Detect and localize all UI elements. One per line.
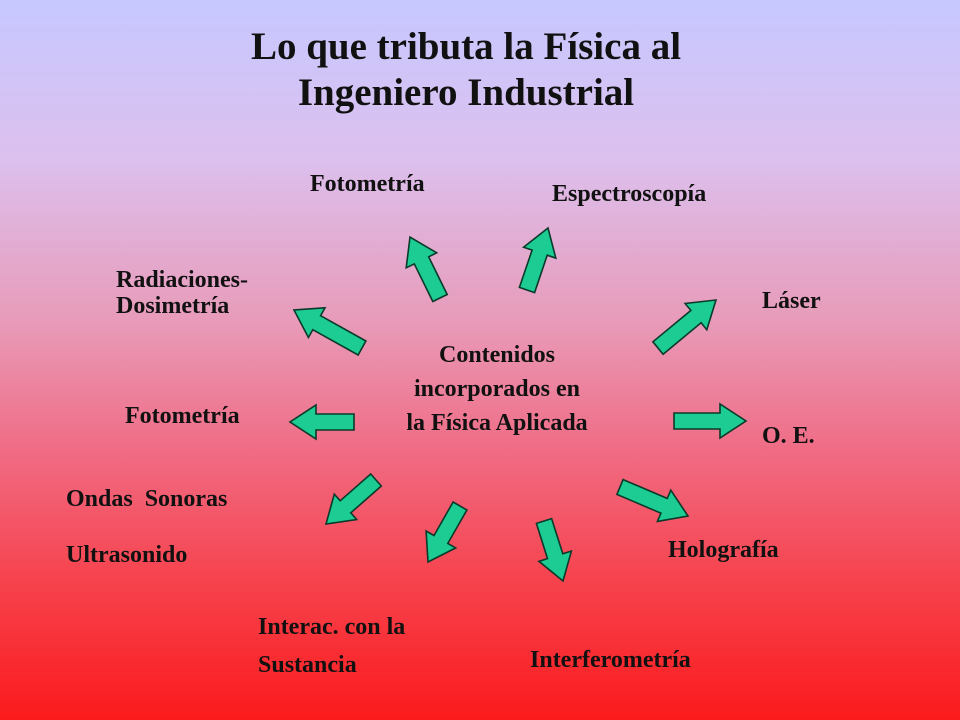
block-arrow-shape: [651, 299, 718, 356]
title-line-2: Ingeniero Industrial: [297, 71, 635, 114]
center-line-2: incorporados en: [413, 376, 580, 402]
center-line-1: Contenidos: [438, 342, 556, 368]
arrow-to-ondas-sonoras: [324, 472, 383, 525]
block-arrow-shape: [324, 472, 383, 525]
node-interac-sustancia: Interac. con la Sustancia: [258, 612, 405, 680]
node-laser: Láser: [762, 288, 821, 314]
arrow-to-oe: [673, 402, 748, 440]
node-ondas-line-1: Ondas Sonoras: [66, 486, 228, 512]
slide-title-text: Lo que tributa la Física al Ingeniero In…: [0, 24, 932, 116]
node-radiaciones-line-1: Radiaciones-: [116, 267, 248, 293]
arrow-to-fotometria-left: [288, 403, 355, 441]
node-ondas-sonoras: Ondas Sonoras Ultrasonido: [66, 484, 227, 570]
node-radiaciones: Radiaciones- Dosimetría: [116, 267, 248, 319]
center-line-3: la Física Aplicada: [406, 410, 588, 436]
block-arrow-shape: [292, 306, 367, 357]
node-espectroscopia: Espectroscopía: [552, 181, 707, 207]
arrow-to-espectroscopia: [518, 226, 557, 294]
arrow-to-holografia: [615, 478, 690, 523]
block-arrow-shape: [405, 235, 449, 303]
node-fotometria-top: Fotometría: [310, 171, 425, 197]
arrow-to-interferometria: [535, 517, 573, 583]
block-arrow-shape: [615, 478, 690, 523]
node-interferometria: Interferometría: [530, 647, 691, 673]
node-interac-line-1: Interac. con la: [258, 614, 406, 640]
block-arrow-shape: [425, 500, 468, 564]
node-fotometria-left: Fotometría: [125, 403, 240, 429]
arrow-to-interac: [425, 500, 468, 564]
arrow-to-laser: [651, 299, 718, 356]
center-concept: Contenidos incorporados en la Física Apl…: [362, 338, 632, 440]
node-interac-line-2: Sustancia: [258, 652, 357, 678]
node-radiaciones-line-2: Dosimetría: [116, 293, 230, 319]
arrow-to-fotometria-top: [405, 235, 449, 303]
block-arrow-shape: [673, 402, 748, 440]
block-arrow-shape: [535, 517, 573, 583]
title-line-1: Lo que tributa la Física al: [250, 25, 682, 68]
block-arrow-shape: [288, 403, 355, 441]
block-arrow-shape: [518, 226, 557, 294]
node-ondas-line-2: Ultrasonido: [66, 542, 188, 568]
node-holografia: Holografía: [668, 537, 779, 563]
node-oe: O. E.: [762, 423, 815, 449]
arrow-to-radiaciones: [292, 306, 367, 357]
